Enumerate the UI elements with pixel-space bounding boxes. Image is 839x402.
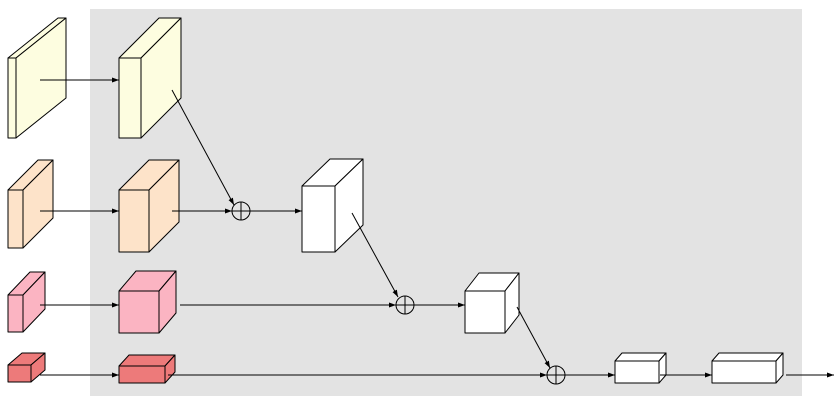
lateral-block-level2: [118, 159, 180, 253]
sum-node-3-icon: [546, 365, 566, 385]
arrow-merged-b-down: [516, 306, 551, 369]
lateral-block-level1: [118, 17, 182, 139]
input-block-level3: [7, 271, 46, 333]
arrow-merged-a-down: [351, 212, 399, 298]
input-block-level1: [7, 17, 67, 139]
lateral-block-level3: [118, 270, 177, 334]
output-block-2: [711, 352, 784, 384]
output-block-1: [614, 352, 667, 384]
links-group: [40, 77, 834, 378]
background-panel: [90, 9, 802, 396]
arrow-l1-down: [171, 89, 235, 206]
sum-node-2-icon: [395, 295, 415, 315]
merged-block-a: [301, 158, 364, 253]
blocks-group: [7, 17, 784, 384]
lateral-block-level4: [118, 354, 176, 384]
input-block-level4: [7, 352, 46, 383]
merged-block-b: [464, 272, 520, 334]
sum-node-1-icon: [231, 201, 251, 221]
input-block-level2: [7, 159, 54, 249]
sum-nodes-group: [231, 201, 566, 385]
